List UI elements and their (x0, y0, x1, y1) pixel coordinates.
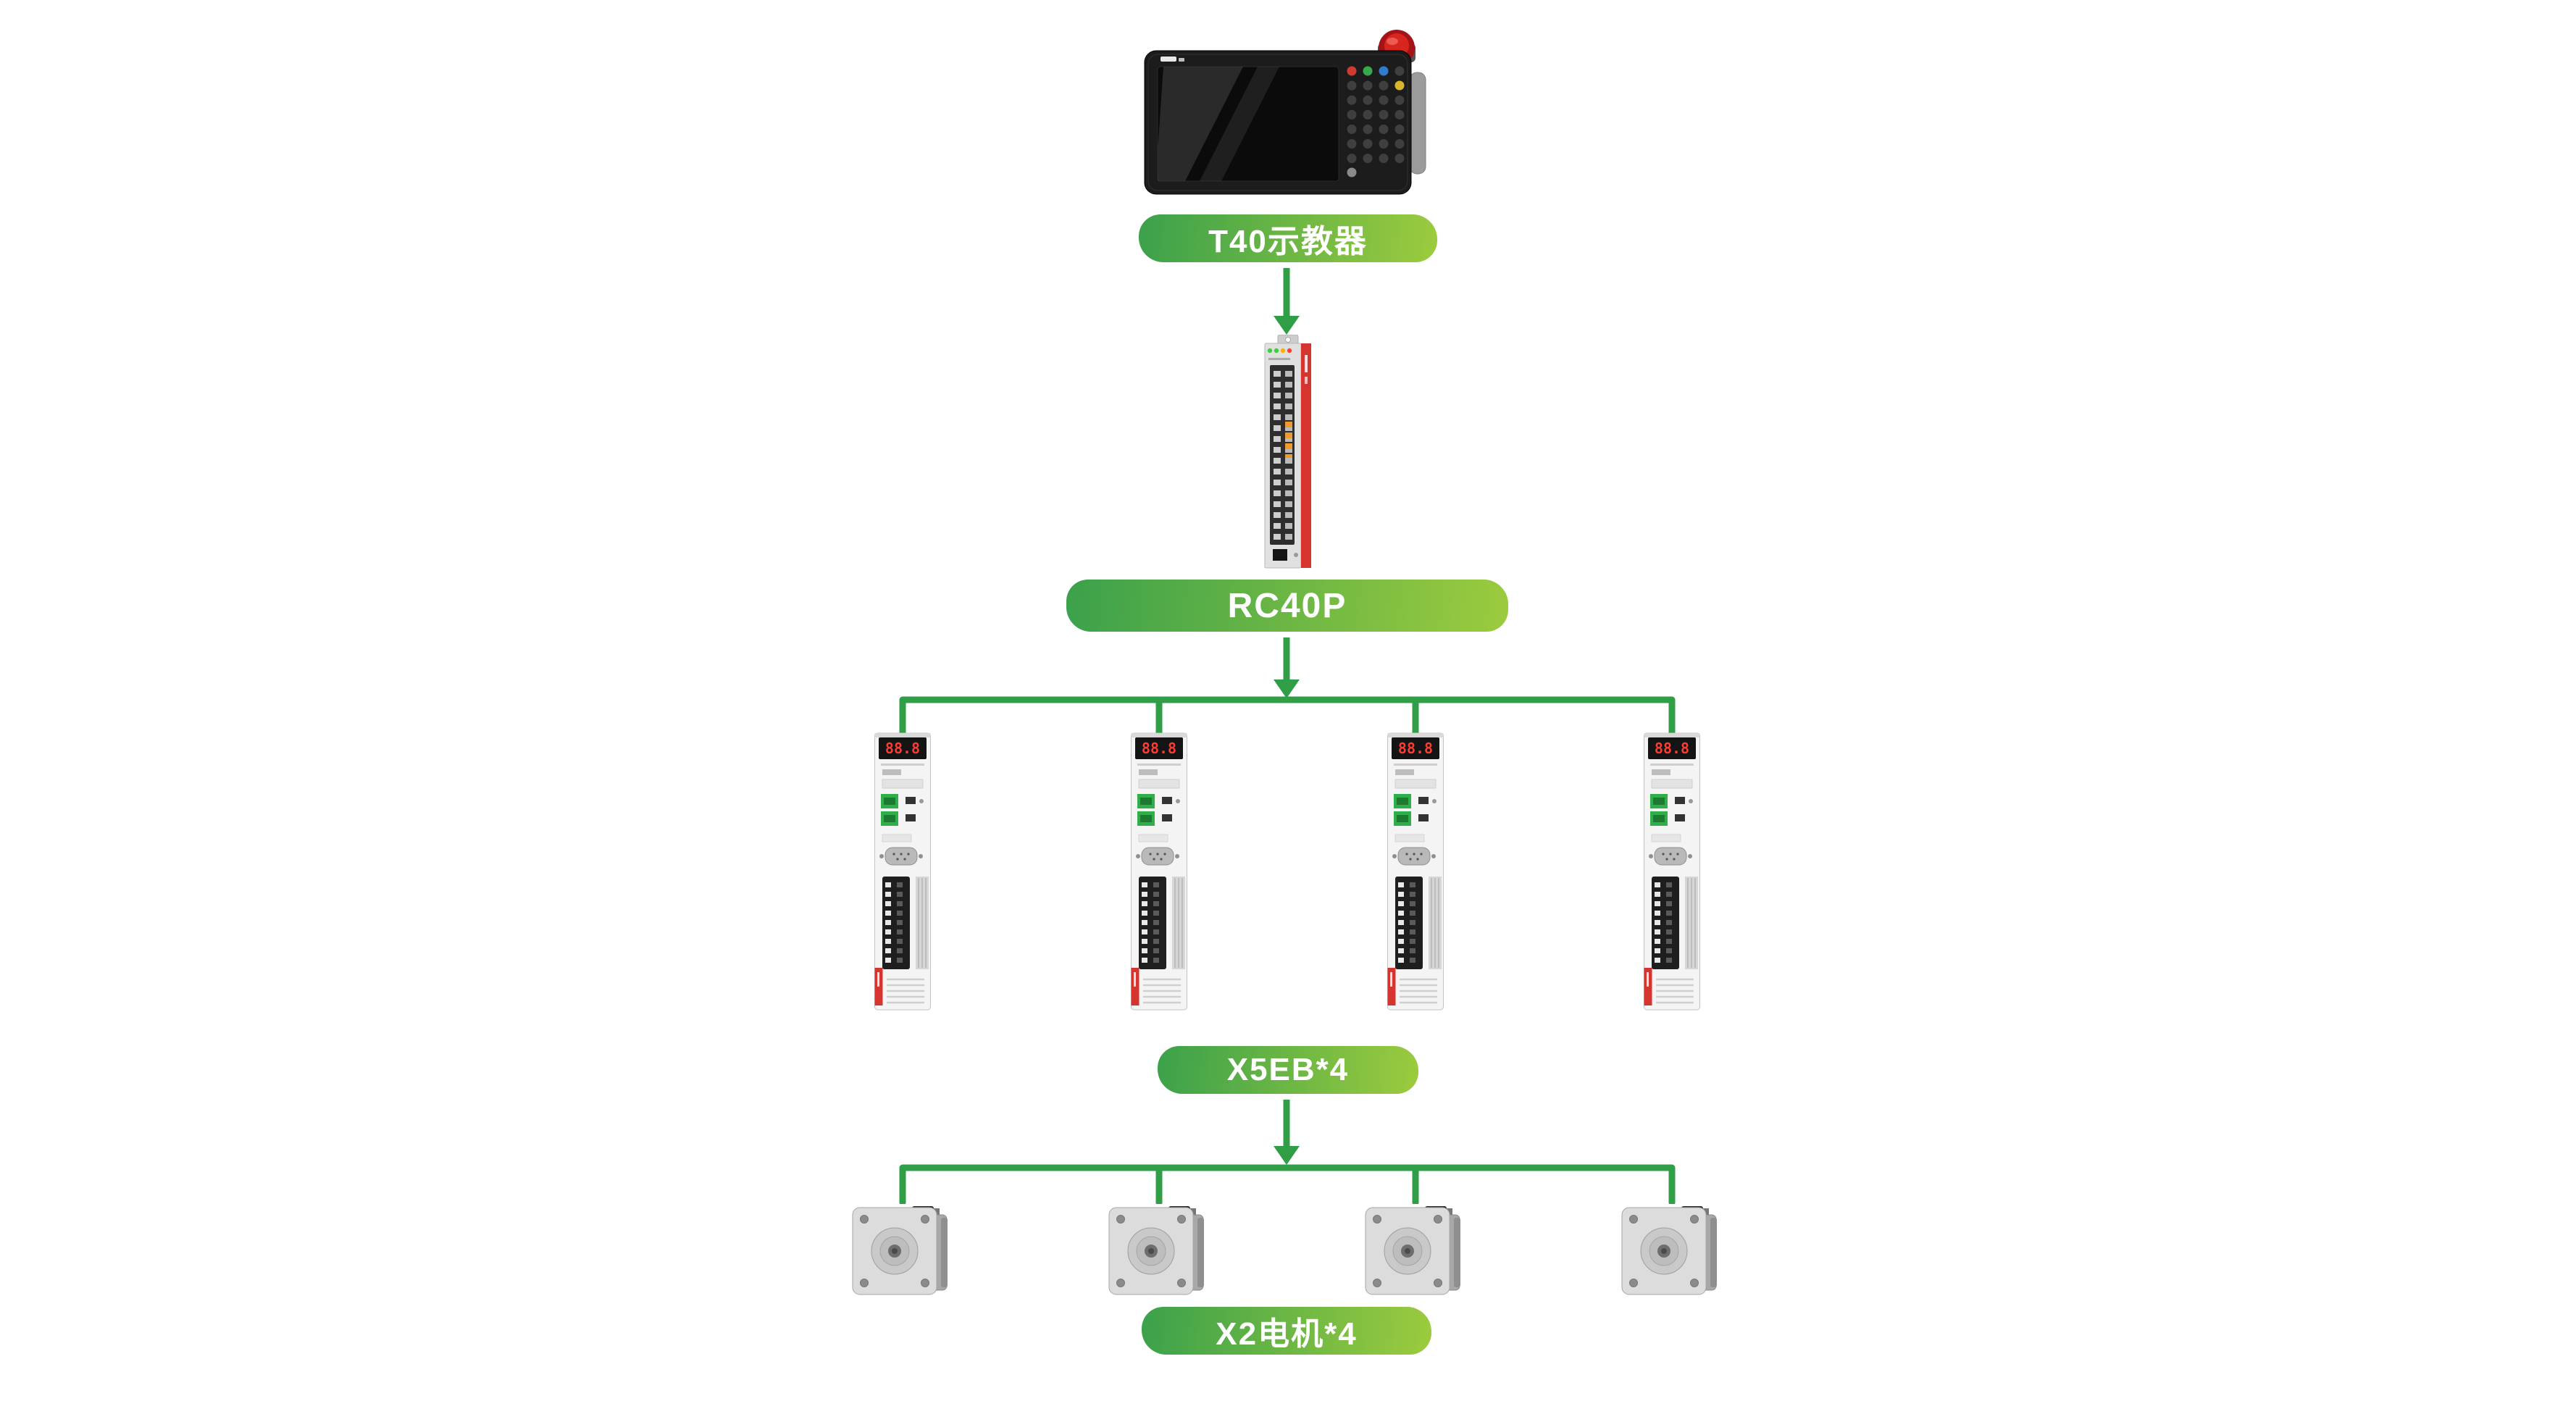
drive-red-tab (874, 968, 883, 1005)
seven-segment-display: 88.8 (879, 737, 927, 759)
label-teach-pendant: T40示教器 (1139, 214, 1437, 262)
bottom-vents (1656, 978, 1694, 1004)
pendant-screen (1157, 66, 1339, 182)
dip-switches (1652, 769, 1670, 775)
dsub-connector (879, 847, 923, 866)
label-controller-text: RC40P (1227, 586, 1347, 625)
svg-text:88.8: 88.8 (885, 740, 920, 757)
servo-drive-device: 88.8 (1387, 732, 1444, 1011)
terminal-block (882, 877, 910, 969)
arrow-controller-to-drives (1274, 637, 1300, 698)
ethernet-ports (1650, 794, 1668, 826)
servo-drive-device: 88.8 (1644, 732, 1700, 1011)
seven-segment-display: 88.8 (1135, 737, 1183, 759)
servo-drive-device: 88.8 (874, 732, 931, 1011)
label-motors-text: X2电机*4 (1216, 1316, 1358, 1352)
mounting-tab (1277, 335, 1299, 346)
bus-connector-drives (899, 696, 1676, 735)
servo-drive-row: 88.8 (874, 729, 1701, 1011)
keypad-buttons (1347, 66, 1405, 177)
drive-red-tab (1387, 968, 1396, 1005)
terminal-strip (1270, 365, 1295, 545)
label-drives-text: X5EB*4 (1226, 1052, 1350, 1087)
motor-row (848, 1199, 1726, 1304)
ethernet-ports (1394, 794, 1411, 826)
label-teach-pendant-text: T40示教器 (1208, 224, 1368, 259)
drive-red-tab (1644, 968, 1652, 1005)
bus-connector-motors (899, 1164, 1676, 1204)
heatsink (916, 877, 929, 969)
usb-port (1418, 797, 1429, 804)
usb-port (1162, 797, 1172, 804)
heatsink (1172, 877, 1185, 969)
ethernet-ports (1137, 794, 1155, 826)
servo-motor-device (852, 1206, 948, 1295)
servo-drive-device: 88.8 (1131, 732, 1187, 1011)
servo-motor-device (1108, 1206, 1204, 1295)
bottom-port (1273, 549, 1287, 561)
label-controller: RC40P (1066, 580, 1508, 632)
heatsink (1429, 877, 1442, 969)
bottom-vents (1143, 978, 1181, 1004)
label-motors: X2电机*4 (1142, 1307, 1431, 1355)
motor-shaft (1640, 1227, 1688, 1275)
usb-port (1675, 797, 1685, 804)
controller-red-stripe (1301, 343, 1311, 568)
servo-motor-device (1365, 1206, 1460, 1295)
bottom-vents (1400, 978, 1437, 1004)
svg-text:88.8: 88.8 (1142, 740, 1176, 757)
brand-logo (1161, 57, 1184, 62)
svg-text:88.8: 88.8 (1655, 740, 1689, 757)
servo-motor-device (1621, 1206, 1717, 1295)
pendant-handle (1409, 72, 1426, 175)
terminal-block (1652, 877, 1679, 969)
dip-switches (1139, 769, 1158, 775)
controller-device (1264, 335, 1311, 569)
seven-segment-display: 88.8 (1648, 737, 1696, 759)
motor-shaft (1127, 1227, 1175, 1275)
drive-red-tab (1131, 968, 1139, 1005)
arrow-drives-to-motors (1274, 1100, 1300, 1165)
dip-switches (1395, 769, 1414, 775)
seven-segment-display: 88.8 (1392, 737, 1439, 759)
status-leds (1267, 348, 1292, 354)
heatsink (1685, 877, 1698, 969)
terminal-block (1395, 877, 1423, 969)
svg-text:88.8: 88.8 (1398, 740, 1433, 757)
ethernet-ports (881, 794, 898, 826)
dsub-connector (1649, 847, 1692, 866)
usb-port (906, 797, 916, 804)
terminal-block (1139, 877, 1166, 969)
label-drives: X5EB*4 (1158, 1046, 1418, 1094)
dip-switches (882, 769, 901, 775)
arrow-pendant-to-controller (1274, 268, 1300, 335)
dsub-connector (1136, 847, 1179, 866)
dsub-connector (1392, 847, 1436, 866)
motor-shaft (1384, 1227, 1431, 1275)
teach-pendant-device (1144, 30, 1426, 195)
motor-shaft (871, 1227, 919, 1275)
bottom-vents (887, 978, 924, 1004)
